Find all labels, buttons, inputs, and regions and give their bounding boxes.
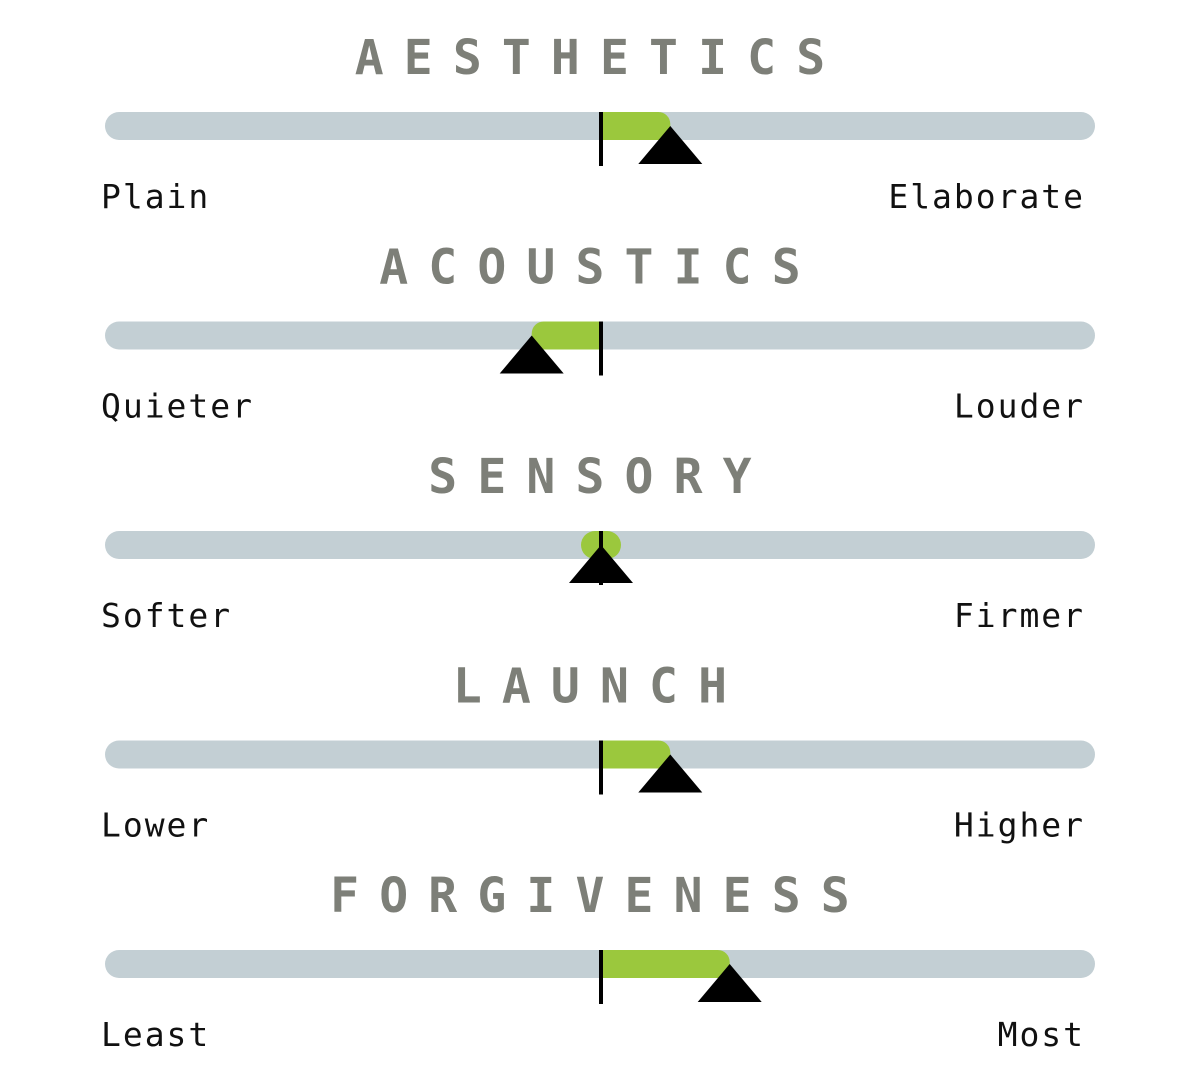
scale-fill-edge <box>601 950 615 978</box>
scale-fill <box>601 112 671 140</box>
left-label: Plain <box>101 177 210 216</box>
value-marker <box>638 754 703 793</box>
center-tick <box>599 112 603 166</box>
center-tick <box>599 321 603 376</box>
scale-fill-edge <box>587 321 601 350</box>
value-marker <box>697 964 762 1002</box>
right-label: Firmer <box>954 596 1085 635</box>
scale-title: ACOUSTICS <box>379 240 821 296</box>
right-label: Elaborate <box>888 177 1085 216</box>
scale-fill-edge <box>601 112 615 140</box>
center-tick <box>599 740 603 795</box>
left-label: Quieter <box>101 387 254 426</box>
center-tick <box>599 950 603 1004</box>
scale-title: AESTHETICS <box>355 30 846 86</box>
scale-title: FORGIVENESS <box>330 868 870 924</box>
scale-title: LAUNCH <box>453 659 747 715</box>
right-label: Most <box>998 1015 1085 1054</box>
left-label: Lower <box>101 806 210 845</box>
left-label: Softer <box>101 596 232 635</box>
scale-fill-edge <box>601 740 615 769</box>
scale-fill <box>531 321 601 350</box>
value-marker <box>569 545 633 583</box>
right-label: Higher <box>954 806 1085 845</box>
left-label: Least <box>101 1015 210 1054</box>
value-marker <box>499 335 564 374</box>
right-label: Louder <box>954 387 1085 426</box>
scale-fill <box>601 950 730 978</box>
scale-title: SENSORY <box>428 449 771 505</box>
scale-fill <box>601 740 671 769</box>
value-marker <box>638 126 703 164</box>
